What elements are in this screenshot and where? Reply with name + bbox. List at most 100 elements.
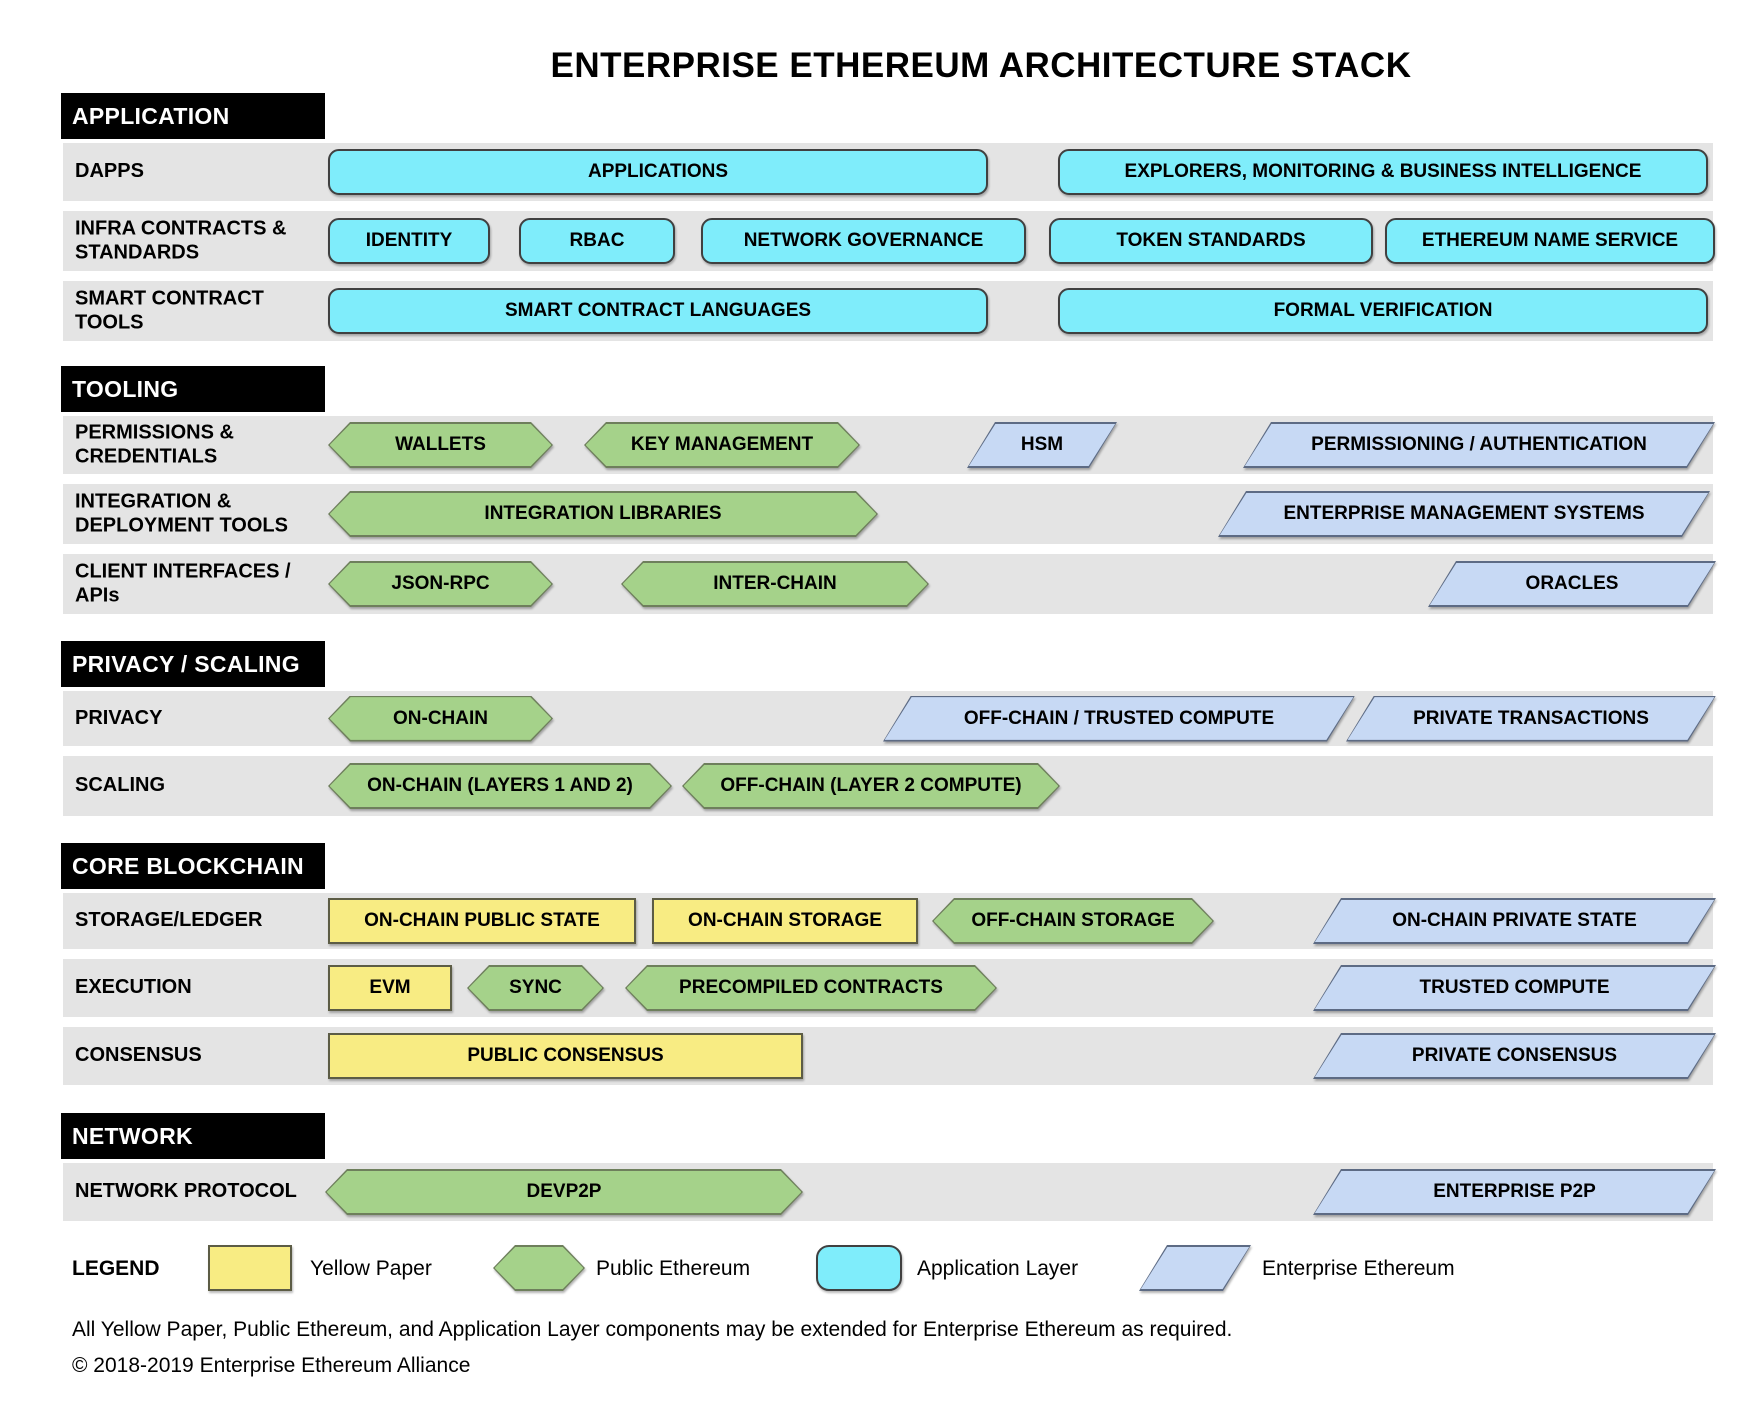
shape-label: APPLICATIONS <box>587 161 729 182</box>
shape-oracles: ORACLES <box>1428 561 1716 607</box>
shape-label: OFF-CHAIN / TRUSTED COMPUTE <box>963 707 1275 729</box>
shape-ethereum-name-service: ETHEREUM NAME SERVICE <box>1385 218 1715 264</box>
shape-on-chain-private-state: ON-CHAIN PRIVATE STATE <box>1313 898 1716 944</box>
shape-label: NETWORK GOVERNANCE <box>743 230 984 251</box>
shape-label: ETHEREUM NAME SERVICE <box>1421 230 1679 251</box>
section-header-tooling: TOOLING <box>61 366 325 412</box>
row-privacy: PRIVACY ON-CHAIN OFF-CHAIN / TRUSTED COM… <box>63 691 1713 746</box>
row-infra-contracts-standards: INFRA CONTRACTS & STANDARDS IDENTITY RBA… <box>63 211 1715 271</box>
shape-label: EXPLORERS, MONITORING & BUSINESS INTELLI… <box>1124 161 1642 182</box>
legend-yellow-paper-label: Yellow Paper <box>310 1257 432 1280</box>
row-label-smart-contract-tools: SMART CONTRACT TOOLS <box>75 287 264 333</box>
footnote: All Yellow Paper, Public Ethereum, and A… <box>72 1318 1233 1341</box>
shape-label: SMART CONTRACT LANGUAGES <box>504 300 812 321</box>
shape-wallets: WALLETS <box>328 422 553 468</box>
shape-integration-libraries: INTEGRATION LIBRARIES <box>328 491 878 537</box>
row-label-dapps: DAPPS <box>75 160 144 183</box>
shape-label: IDENTITY <box>365 230 453 251</box>
legend-enterprise-ethereum-label: Enterprise Ethereum <box>1262 1257 1455 1280</box>
shape-label: PRIVATE CONSENSUS <box>1411 1045 1618 1066</box>
shape-on-chain: ON-CHAIN <box>328 696 553 742</box>
shape-label: ENTERPRISE P2P <box>1433 1181 1596 1202</box>
shape-on-chain-storage: ON-CHAIN STORAGE <box>652 898 918 944</box>
row-client-interfaces-apis: CLIENT INTERFACES / APIs JSON-RPC INTER-… <box>63 554 1713 614</box>
shape-on-chain-public-state: ON-CHAIN PUBLIC STATE <box>328 898 636 944</box>
shape-token-standards: TOKEN STANDARDS <box>1049 218 1373 264</box>
shape-enterprise-management-systems: ENTERPRISE MANAGEMENT SYSTEMS <box>1218 491 1710 537</box>
shape-label: ON-CHAIN (LAYERS 1 AND 2) <box>367 775 633 796</box>
shape-sync: SYNC <box>467 965 604 1011</box>
shape-label: PERMISSIONING / AUTHENTICATION <box>1311 434 1647 455</box>
legend-application-layer-label: Application Layer <box>917 1257 1079 1280</box>
shape-inter-chain: INTER-CHAIN <box>621 561 929 607</box>
shape-rbac: RBAC <box>519 218 675 264</box>
shape-label: ENTERPRISE MANAGEMENT SYSTEMS <box>1283 503 1645 524</box>
section-header-network: NETWORK <box>61 1113 325 1159</box>
shape-label: ORACLES <box>1525 573 1619 594</box>
page-title: ENTERPRISE ETHEREUM ARCHITECTURE STACK <box>550 46 1412 85</box>
shape-trusted-compute: TRUSTED COMPUTE <box>1313 965 1716 1011</box>
shape-label: OFF-CHAIN STORAGE <box>971 910 1175 931</box>
section-header-core-blockchain: CORE BLOCKCHAIN <box>61 843 325 889</box>
shape-identity: IDENTITY <box>328 218 490 264</box>
shape-label: PRIVATE TRANSACTIONS <box>1413 707 1649 729</box>
shape-key-management: KEY MANAGEMENT <box>584 422 860 468</box>
legend-enterprise-ethereum-swatch <box>1139 1245 1251 1291</box>
shape-label: OFF-CHAIN (LAYER 2 COMPUTE) <box>720 775 1022 796</box>
copyright: © 2018-2019 Enterprise Ethereum Alliance <box>72 1354 471 1377</box>
row-storage-ledger: STORAGE/LEDGER ON-CHAIN PUBLIC STATE ON-… <box>63 893 1713 949</box>
row-label-infra-contracts-standards: INFRA CONTRACTS & STANDARDS <box>75 217 287 263</box>
shape-label: JSON-RPC <box>391 573 490 594</box>
shape-smart-contract-languages: SMART CONTRACT LANGUAGES <box>328 288 988 334</box>
legend-yellow-paper-swatch <box>208 1245 292 1291</box>
shape-label: ON-CHAIN <box>393 707 488 729</box>
shape-json-rpc: JSON-RPC <box>328 561 553 607</box>
shape-label: INTEGRATION LIBRARIES <box>484 503 722 524</box>
shape-label: DEVP2P <box>526 1181 602 1202</box>
row-label-privacy: PRIVACY <box>75 706 163 729</box>
shape-explorers-monitoring-bi: EXPLORERS, MONITORING & BUSINESS INTELLI… <box>1058 149 1708 195</box>
row-label-permissions-credentials: PERMISSIONS & CREDENTIALS <box>75 421 234 467</box>
shape-label: HSM <box>1020 434 1064 455</box>
shape-on-chain-layers-1-and-2: ON-CHAIN (LAYERS 1 AND 2) <box>328 763 672 809</box>
row-execution: EXECUTION EVM SYNC PRECOMPILED CONTRACTS… <box>63 959 1713 1017</box>
row-label-consensus: CONSENSUS <box>75 1044 202 1067</box>
row-label-scaling: SCALING <box>75 774 165 797</box>
shape-formal-verification: FORMAL VERIFICATION <box>1058 288 1708 334</box>
shape-label: FORMAL VERIFICATION <box>1273 300 1493 321</box>
shape-permissioning-authentication: PERMISSIONING / AUTHENTICATION <box>1243 422 1715 468</box>
shape-enterprise-p2p: ENTERPRISE P2P <box>1313 1169 1716 1215</box>
shape-label: SYNC <box>509 977 562 998</box>
row-consensus: CONSENSUS PUBLIC CONSENSUS PRIVATE CONSE… <box>63 1027 1713 1085</box>
shape-label: PRECOMPILED CONTRACTS <box>679 977 943 998</box>
shape-label: ON-CHAIN STORAGE <box>688 910 882 931</box>
shape-off-chain-trusted-compute: OFF-CHAIN / TRUSTED COMPUTE <box>883 696 1355 742</box>
shape-network-governance: NETWORK GOVERNANCE <box>701 218 1026 264</box>
legend-title: LEGEND <box>72 1257 160 1280</box>
legend-application-layer-swatch <box>816 1245 902 1291</box>
row-label-client-interfaces-apis: CLIENT INTERFACES / APIs <box>75 560 291 606</box>
shape-hsm: HSM <box>967 422 1117 468</box>
section-header-privacy-scaling: PRIVACY / SCALING <box>61 641 325 687</box>
legend-public-ethereum-swatch <box>493 1245 585 1291</box>
shape-label: WALLETS <box>395 434 486 455</box>
shape-label: ON-CHAIN PUBLIC STATE <box>364 910 600 931</box>
legend: LEGEND Yellow Paper Public Ethereum Appl… <box>0 1245 1762 1293</box>
shape-label: KEY MANAGEMENT <box>630 434 814 455</box>
section-header-application: APPLICATION <box>61 93 325 139</box>
shape-applications: APPLICATIONS <box>328 149 988 195</box>
row-label-network-protocol: NETWORK PROTOCOL <box>75 1180 297 1203</box>
shape-evm: EVM <box>328 965 452 1011</box>
shape-precompiled-contracts: PRECOMPILED CONTRACTS <box>625 965 997 1011</box>
row-smart-contract-tools: SMART CONTRACT TOOLS SMART CONTRACT LANG… <box>63 281 1713 341</box>
row-network-protocol: NETWORK PROTOCOL DEVP2P ENTERPRISE P2P <box>63 1163 1713 1221</box>
shape-off-chain-layer-2-compute: OFF-CHAIN (LAYER 2 COMPUTE) <box>682 763 1060 809</box>
shape-public-consensus: PUBLIC CONSENSUS <box>328 1033 803 1079</box>
row-label-execution: EXECUTION <box>75 976 192 999</box>
row-label-storage-ledger: STORAGE/LEDGER <box>75 909 263 932</box>
legend-public-ethereum-label: Public Ethereum <box>596 1257 751 1280</box>
shape-devp2p: DEVP2P <box>325 1169 803 1215</box>
shape-off-chain-storage: OFF-CHAIN STORAGE <box>932 898 1214 944</box>
shape-label: EVM <box>369 977 411 998</box>
shape-label: TOKEN STANDARDS <box>1116 230 1306 251</box>
